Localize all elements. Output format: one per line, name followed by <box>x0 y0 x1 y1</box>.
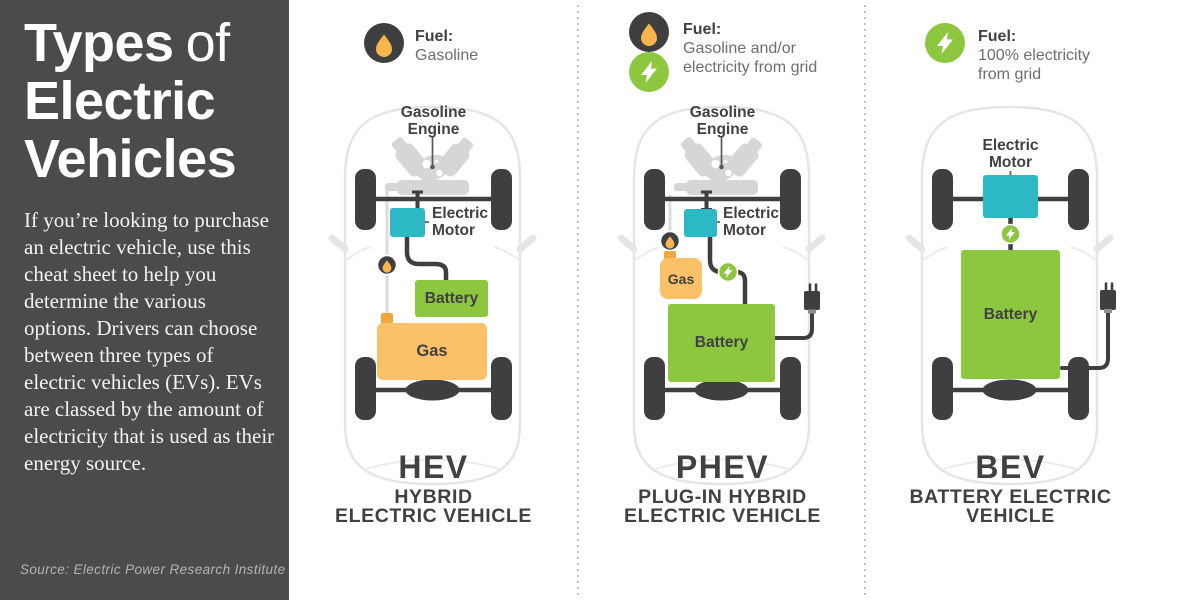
fuel-info: Fuel: 100% electricity from grid <box>978 27 1090 84</box>
fuel-label: Fuel: <box>683 21 722 38</box>
fuel-description: Gasoline and/or <box>683 40 796 57</box>
left-mirror-icon <box>328 234 349 253</box>
electric-motor-box <box>390 208 425 237</box>
vehicle-panel-hev: Fuel: Gasoline Gasoline Engine Electric … <box>289 0 578 600</box>
title-word-of: of <box>185 13 231 73</box>
title-line-3: Vehicles <box>24 129 237 189</box>
motor-label: Electric Motor <box>723 205 780 239</box>
battery-label: Battery <box>424 289 479 307</box>
motor-label: Electric Motor <box>432 205 489 239</box>
fuel-description: 100% electricity <box>978 47 1091 64</box>
motor-label: Electric Motor <box>982 137 1039 171</box>
title-line-2: Electric <box>24 71 216 131</box>
left-mirror-icon <box>905 234 926 253</box>
vehicle-acronym: HEV <box>398 449 469 485</box>
charge-cable-and-plug-icon <box>1060 282 1116 370</box>
phev-diagram <box>617 12 826 486</box>
lightning-badge-icon <box>1000 223 1021 245</box>
column-divider <box>864 5 866 595</box>
bev-diagram <box>905 23 1116 486</box>
title-word-types: Types <box>24 13 174 73</box>
fuel-info: Fuel: Gasoline and/or electricity from g… <box>683 20 817 77</box>
battery-box: Battery <box>415 280 488 317</box>
gas-tank-box: Gas <box>377 323 487 380</box>
vehicle-name-block: BEV BATTERY ELECTRIC VEHICLE <box>866 450 1155 526</box>
engine-label: Gasoline Engine <box>689 104 756 138</box>
intro-paragraph: If you’re looking to purchase an electri… <box>24 208 275 475</box>
droplet-badge-icon <box>659 230 681 252</box>
vehicle-name-block: HEV HYBRID ELECTRIC VEHICLE <box>289 450 578 526</box>
battery-box: Battery <box>961 250 1060 379</box>
vehicle-acronym: PHEV <box>675 449 770 485</box>
electric-motor-box <box>684 209 717 237</box>
fuel-description: from grid <box>978 66 1042 83</box>
gasoline-engine-icon <box>674 137 762 195</box>
fuel-label: Fuel: <box>978 28 1017 45</box>
source-credit: Source: Electric Power Research Institut… <box>20 562 286 577</box>
vehicle-panel-bev: Fuel: 100% electricity from grid Electri… <box>866 0 1155 600</box>
right-mirror-icon <box>1093 234 1114 253</box>
differential <box>982 379 1037 401</box>
fuel-lightning-icon <box>629 52 669 92</box>
fuel-info: Fuel: Gasoline <box>415 27 478 65</box>
motor-battery-cable <box>404 233 449 287</box>
fuel-description: electricity from grid <box>683 59 818 76</box>
droplet-badge-icon <box>376 254 398 276</box>
gas-label: Gas <box>667 270 695 287</box>
engine-label: Gasoline Engine <box>400 104 467 138</box>
charge-cable-and-plug-icon <box>774 283 820 340</box>
column-divider <box>577 5 579 595</box>
gas-tank-box: Gas <box>660 258 702 299</box>
vehicle-panel-phev: Fuel: Gasoline and/or electricity from g… <box>578 0 867 600</box>
right-mirror-icon <box>516 234 537 253</box>
vehicle-acronym: BEV <box>975 449 1046 485</box>
gas-label: Gas <box>416 342 448 360</box>
differential <box>694 379 749 401</box>
battery-box: Battery <box>668 304 775 382</box>
vehicle-name-block: PHEV PLUG-IN HYBRID ELECTRIC VEHICLE <box>578 450 867 526</box>
fuel-label: Fuel: <box>415 28 454 45</box>
lightning-badge-icon <box>717 261 739 283</box>
fuel-description: Gasoline <box>415 47 479 64</box>
left-mirror-icon <box>617 234 638 253</box>
right-mirror-icon <box>805 234 826 253</box>
battery-label: Battery <box>983 305 1038 323</box>
fuel-lightning-icon <box>925 23 965 63</box>
battery-label: Battery <box>694 334 749 351</box>
electric-motor-box <box>983 175 1038 218</box>
fuel-droplet-icon <box>629 12 669 52</box>
fuel-droplet-icon <box>364 23 404 63</box>
differential <box>405 379 460 401</box>
